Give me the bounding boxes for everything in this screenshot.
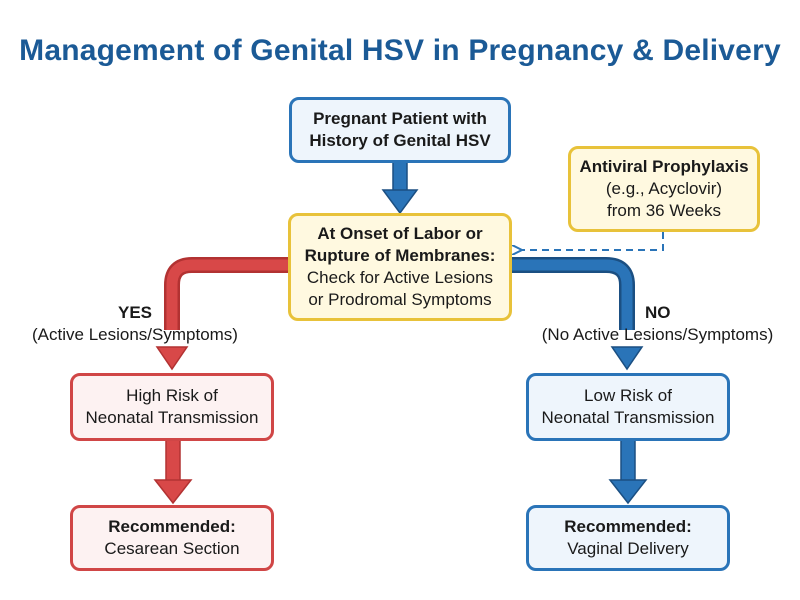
node-labor-line1: At Onset of Labor or: [317, 224, 483, 243]
node-high-risk-line1: High Risk of: [126, 386, 218, 405]
node-low-risk-line1: Low Risk of: [584, 386, 672, 405]
branch-no-label: NO (No Active Lesions/Symptoms): [530, 302, 785, 346]
node-start-line1: Pregnant Patient with: [313, 109, 487, 128]
node-cesarean-line1: Recommended:: [108, 517, 236, 536]
node-cesarean: Recommended: Cesarean Section: [70, 505, 274, 571]
node-labor-check: At Onset of Labor or Rupture of Membrane…: [288, 213, 512, 321]
branch-no-title: NO: [645, 303, 671, 322]
branch-no-detail: (No Active Lesions/Symptoms): [541, 325, 774, 344]
arrow-start-to-labor: [381, 161, 419, 215]
diagram-title: Management of Genital HSV in Pregnancy &…: [19, 34, 781, 67]
node-labor-line3: Check for Active Lesions: [306, 268, 494, 287]
node-prophylaxis-line1: Antiviral Prophylaxis: [579, 157, 749, 176]
node-low-risk-line2: Neonatal Transmission: [541, 408, 715, 427]
arrow-labor-to-low-risk: [512, 257, 644, 371]
arrow-high-risk-to-cesarean: [153, 439, 193, 505]
node-prophylaxis: Antiviral Prophylaxis (e.g., Acyclovir) …: [568, 146, 760, 232]
node-start-line2: History of Genital HSV: [309, 131, 491, 150]
node-labor-line2: Rupture of Membranes:: [304, 246, 496, 265]
node-high-risk: High Risk of Neonatal Transmission: [70, 373, 274, 441]
node-vaginal-line1: Recommended:: [564, 517, 692, 536]
node-prophylaxis-line3: from 36 Weeks: [606, 201, 721, 220]
branch-yes-label: YES (Active Lesions/Symptoms): [30, 302, 240, 346]
node-start: Pregnant Patient with History of Genital…: [289, 97, 511, 163]
node-cesarean-line2: Cesarean Section: [104, 539, 240, 558]
arrow-labor-to-high-risk: [155, 257, 288, 371]
arrow-low-risk-to-vaginal: [608, 439, 648, 505]
branch-yes-title: YES: [117, 303, 153, 322]
node-high-risk-line2: Neonatal Transmission: [85, 408, 259, 427]
node-vaginal: Recommended: Vaginal Delivery: [526, 505, 730, 571]
node-prophylaxis-line2: (e.g., Acyclovir): [605, 179, 723, 198]
branch-yes-detail: (Active Lesions/Symptoms): [32, 325, 238, 344]
node-vaginal-line2: Vaginal Delivery: [567, 539, 689, 558]
node-low-risk: Low Risk of Neonatal Transmission: [526, 373, 730, 441]
node-labor-line4: or Prodromal Symptoms: [308, 290, 492, 309]
arrow-prophylaxis-to-labor: [520, 232, 664, 250]
